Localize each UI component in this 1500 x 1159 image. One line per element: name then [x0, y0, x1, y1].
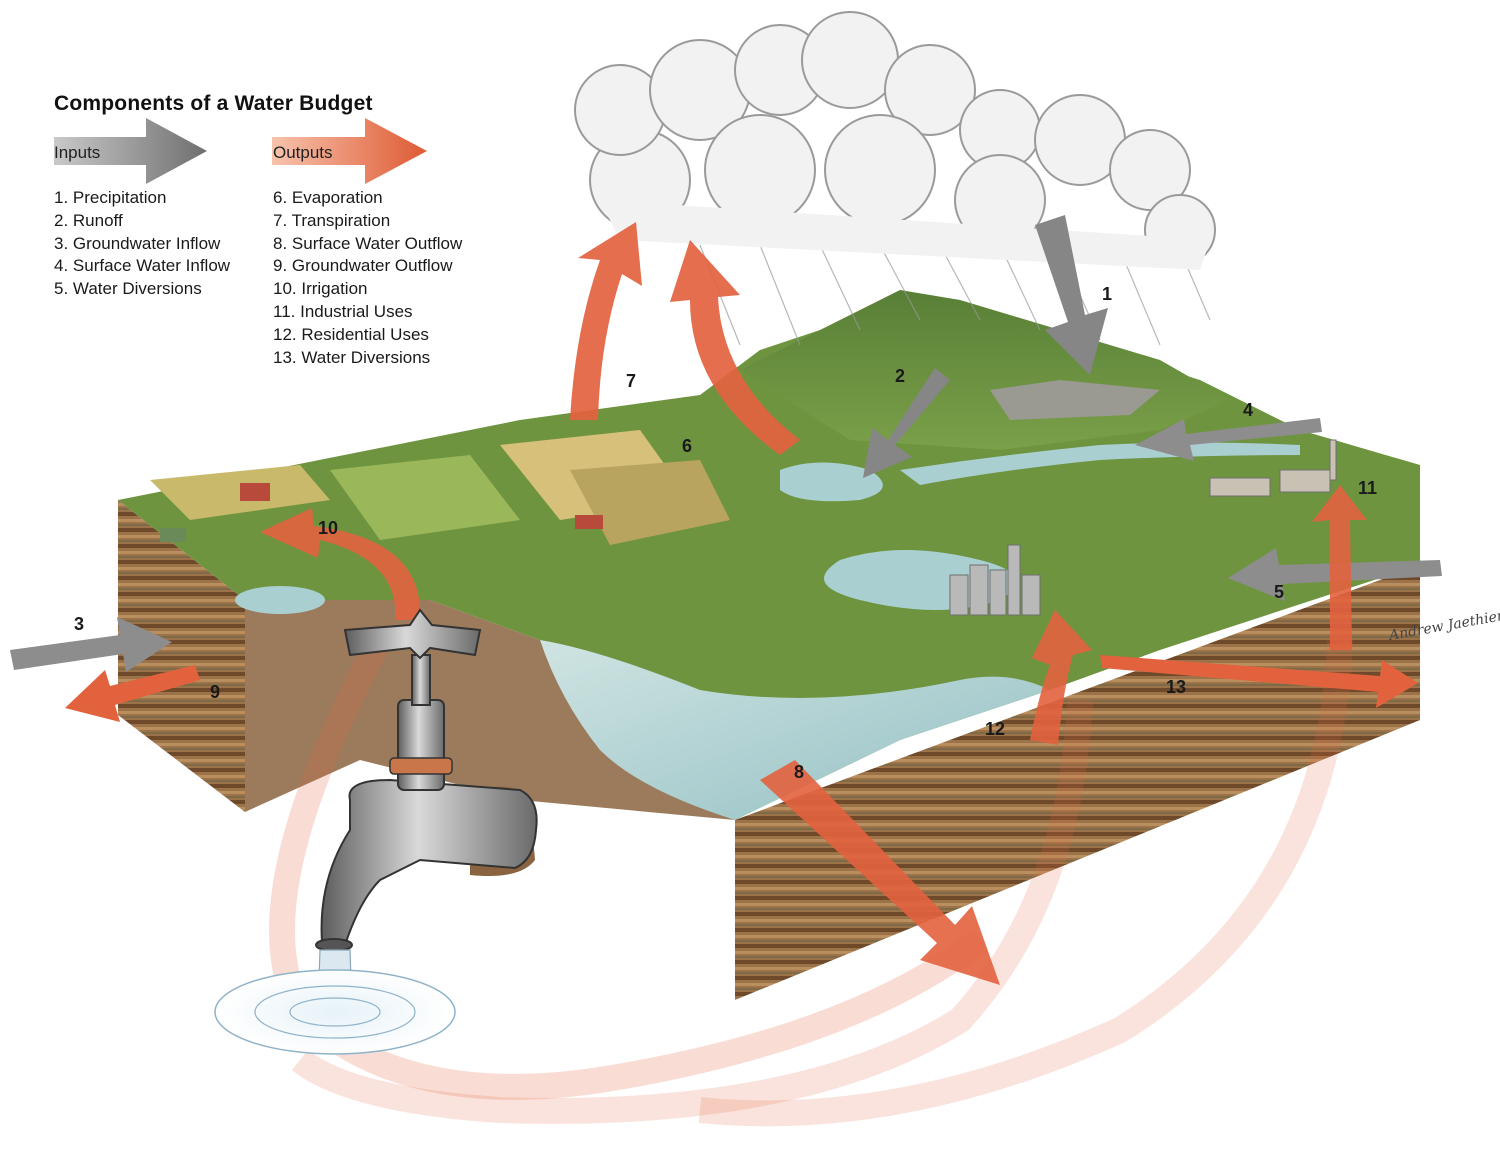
return-flow-loop-1 [269, 633, 988, 1100]
rain-cloud-icon [574, 11, 1216, 346]
marker-surface-water-inflow: 4 [1243, 400, 1254, 420]
marker-evaporation: 6 [682, 436, 693, 456]
groundwater-inflow-arrow-icon [10, 617, 172, 672]
outputs-list: 6. Evaporation 7. Transpiration 8. Surfa… [273, 187, 462, 369]
marker-precipitation: 1 [1102, 284, 1113, 304]
marker-residential-uses: 12 [985, 719, 1006, 739]
inputs-list: 1. Precipitation 2. Runoff 3. Groundwate… [54, 187, 230, 301]
groundwater-outflow-arrow-icon [65, 665, 200, 722]
marker-runoff: 2 [895, 366, 906, 386]
precipitation-arrow-icon [1035, 215, 1108, 375]
list-item: 6. Evaporation [273, 188, 383, 207]
water-diversions-out-arrow-icon [1100, 655, 1418, 708]
outputs-heading: Outputs [273, 143, 333, 162]
list-item: 9. Groundwater Outflow [273, 256, 453, 276]
marker-surface-water-outflow: 8 [794, 762, 805, 782]
industrial-uses-arrow-icon [1312, 485, 1367, 650]
runoff-arrow-icon [863, 368, 950, 478]
list-item: 4. Surface Water Inflow [54, 256, 231, 276]
list-item: 12. Residential Uses [273, 324, 429, 344]
list-item: 11. Industrial Uses [273, 301, 413, 321]
landscape-block [118, 290, 1420, 1000]
surface-water-inflow-arrow-icon [1135, 418, 1322, 461]
legend-title: Components of a Water Budget [54, 92, 373, 115]
residential-uses-arrow-icon [1030, 610, 1092, 745]
marker-transpiration: 7 [626, 371, 637, 391]
return-flow-loop-3 [698, 639, 1353, 1127]
input-arrow-icon [54, 118, 207, 184]
output-arrow-icon [272, 118, 427, 184]
list-item: 2. Runoff [54, 210, 123, 230]
marker-industrial-uses: 11 [1358, 478, 1378, 498]
transpiration-arrow-icon [570, 222, 642, 420]
evaporation-arrow-icon [670, 240, 800, 455]
list-item: 10. Irrigation [273, 279, 368, 299]
marker-groundwater-inflow: 3 [74, 614, 85, 634]
list-item: 5. Water Diversions [54, 279, 202, 299]
list-item: 13. Water Diversions [273, 347, 431, 367]
marker-groundwater-outflow: 9 [210, 682, 221, 702]
irrigation-arrow-icon [260, 508, 421, 620]
marker-irrigation: 10 [318, 518, 339, 538]
list-item: 8. Surface Water Outflow [273, 233, 463, 253]
list-item: 3. Groundwater Inflow [54, 233, 221, 253]
surface-water-outflow-arrow-icon [760, 760, 1000, 985]
water-faucet-icon [214, 608, 538, 1055]
list-item: 1. Precipitation [54, 188, 167, 207]
list-item: 7. Transpiration [273, 210, 391, 230]
return-flow-loop-2 [291, 699, 1093, 1124]
marker-water-diversions-out: 13 [1166, 677, 1187, 697]
inputs-heading: Inputs [54, 143, 101, 162]
marker-water-diversions-in: 5 [1274, 582, 1285, 602]
